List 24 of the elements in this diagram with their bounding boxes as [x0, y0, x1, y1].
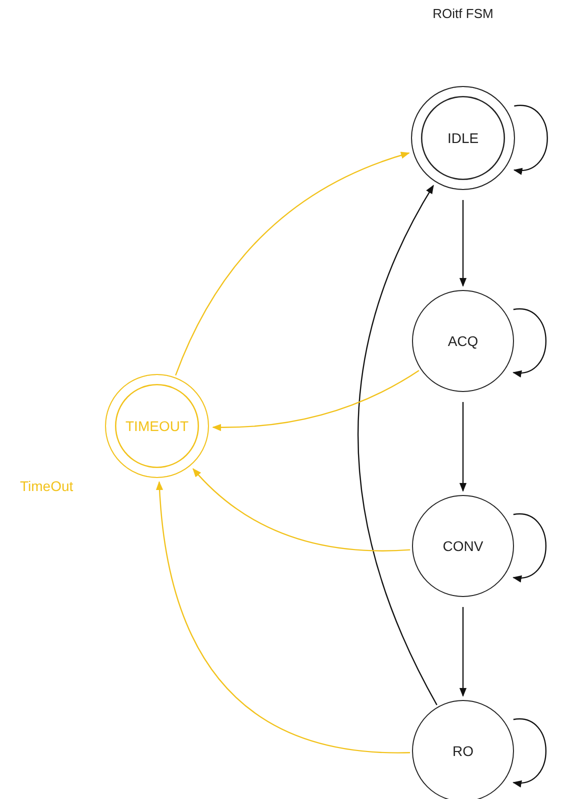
transition-arrow [459, 402, 467, 492]
diagram-title: ROitf FSM [432, 6, 494, 21]
transition-arrow [192, 468, 410, 552]
state-label: ACQ [448, 333, 478, 349]
transition-arrow [459, 607, 467, 697]
state-label: TIMEOUT [126, 418, 188, 434]
double-state-circle [105, 374, 209, 478]
transition-arrow [156, 481, 410, 754]
transition-arrow [212, 370, 420, 431]
double-state-circle [411, 86, 515, 190]
state-label: CONV [442, 538, 484, 554]
transition-label: TimeOut [20, 478, 74, 494]
self-loop-arrow [512, 718, 547, 786]
state-label: IDLE [447, 130, 479, 146]
state-circle [412, 495, 514, 597]
self-loop-arrow [512, 514, 547, 582]
transition-arrow [358, 184, 438, 706]
state-circle [412, 290, 514, 392]
state-circle [412, 700, 514, 799]
self-loop-arrow [513, 105, 548, 174]
self-loop-arrow [512, 308, 547, 376]
transition-arrow [459, 200, 467, 287]
state-label: RO [452, 743, 474, 759]
transition-arrow [175, 152, 410, 376]
